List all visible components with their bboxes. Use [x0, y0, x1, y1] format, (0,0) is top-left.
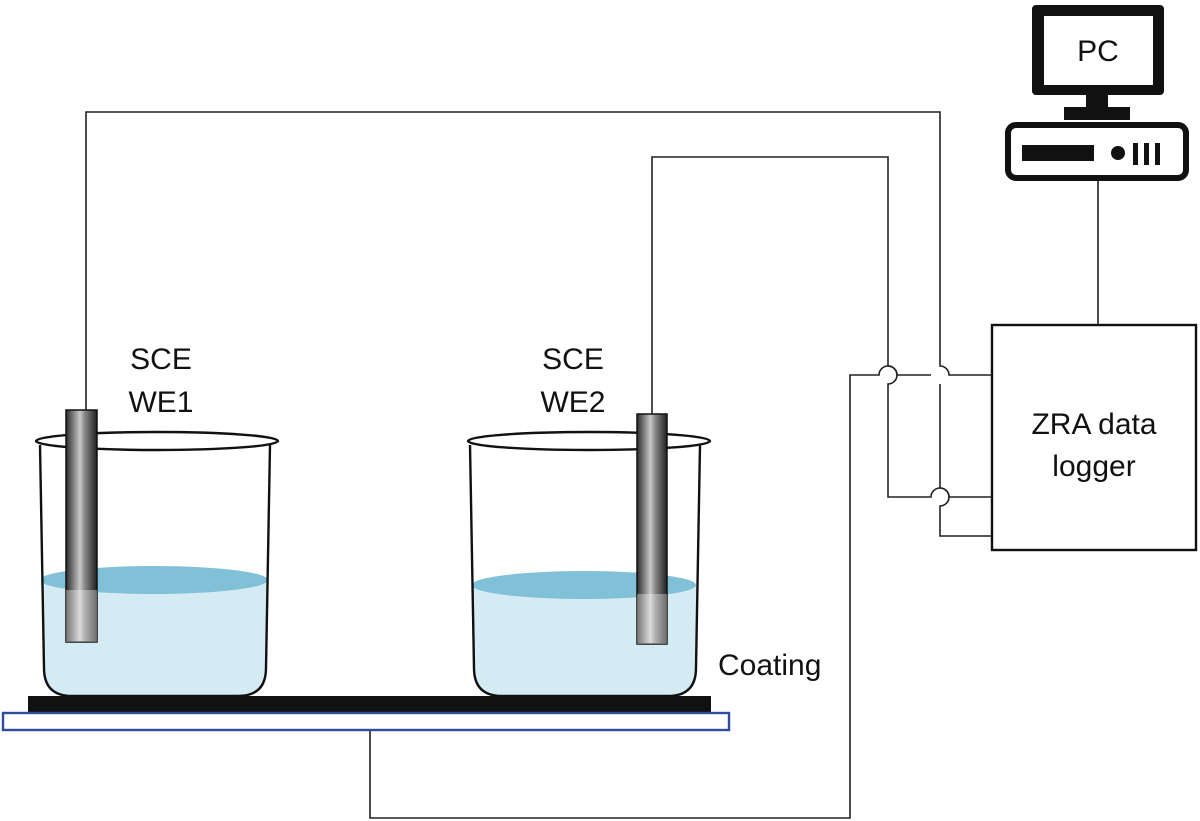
- electrode-we2-immersed: [637, 594, 667, 644]
- pc-case: [1005, 122, 1189, 181]
- beaker-rim-we1: [34, 430, 280, 452]
- pc-vent-1: [1133, 143, 1138, 165]
- beaker1-label-we1: WE1: [128, 386, 193, 419]
- pc-monitor-base: [1064, 107, 1130, 120]
- beaker-we2: [466, 413, 712, 698]
- zra-logger-box: [990, 323, 1198, 552]
- beaker-we1: [34, 409, 280, 698]
- beaker1-label-sce: SCE: [130, 343, 192, 376]
- pc-label: PC: [1077, 35, 1119, 68]
- beaker2-label-sce: SCE: [542, 343, 604, 376]
- electrode-we1-immersed: [66, 590, 97, 642]
- pc-monitor-screen: [1044, 16, 1153, 85]
- wire-we2: [651, 156, 992, 498]
- solution-we2: [470, 585, 700, 696]
- pc-icon: [1005, 5, 1189, 181]
- logger-label-line1: ZRA data: [1031, 408, 1156, 441]
- pc-monitor-neck: [1086, 94, 1108, 108]
- substrate-plate: [1, 711, 731, 732]
- pc-power-button: [1111, 146, 1125, 160]
- pc-drive-slot: [1022, 145, 1094, 161]
- pc-vent-3: [1155, 143, 1160, 165]
- logger-label-line2: logger: [1052, 450, 1135, 483]
- electrode-we1: [65, 409, 98, 643]
- electrode-we2: [636, 413, 668, 645]
- pc-vent-2: [1144, 143, 1149, 165]
- wire-we1: [85, 111, 992, 410]
- wires: [85, 111, 1099, 819]
- beaker2-label-we2: WE2: [540, 386, 605, 419]
- wire-coating: [369, 365, 931, 819]
- coating-plate: [28, 696, 711, 713]
- wire-we1-return: [939, 384, 992, 537]
- coating-label: Coating: [718, 649, 821, 682]
- beaker-rim-we2: [466, 430, 712, 452]
